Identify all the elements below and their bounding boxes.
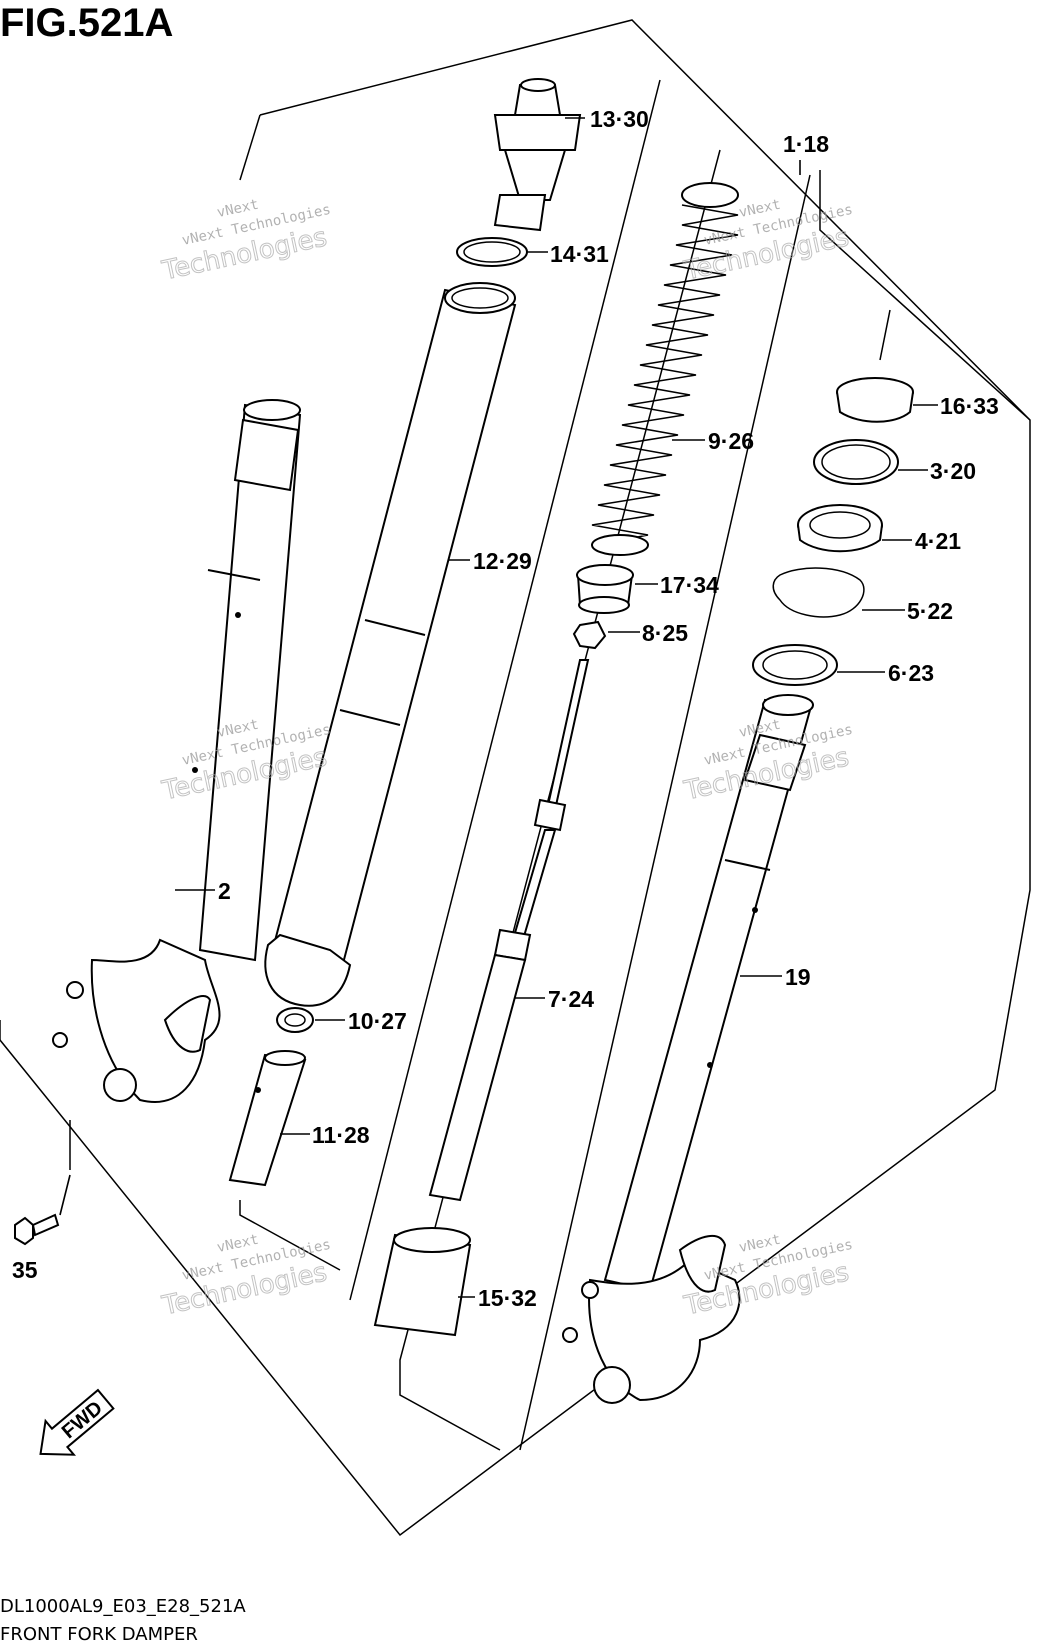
callout-5-22: 5·22: [907, 598, 953, 624]
dust-seal-6[interactable]: [752, 644, 838, 686]
callout-labels: 13·30 1·18 14·31 16·33 9·26 3·20 4·21 12…: [12, 106, 999, 1311]
seal-kit-bracket-tick: [879, 309, 891, 361]
outer-tube-left[interactable]: [52, 399, 302, 1103]
stopper-ring-5[interactable]: [772, 567, 865, 618]
callout-14-31: 14·31: [550, 241, 609, 267]
outer-tube-right[interactable]: [562, 694, 814, 1404]
seal-4[interactable]: [797, 504, 883, 553]
fwd-arrow-icon: FWD: [39, 1388, 115, 1456]
damper-cartridge[interactable]: [428, 659, 590, 1202]
callout-6-23: 6·23: [888, 660, 934, 686]
callout-15-32: 15·32: [478, 1285, 537, 1311]
callout-7-24: 7·24: [548, 986, 594, 1012]
callout-12-29: 12·29: [473, 548, 532, 574]
inner-group-center: [349, 79, 661, 1301]
inner-tube[interactable]: [264, 282, 517, 1007]
callout-16-33: 16·33: [940, 393, 999, 419]
callout-8-25: 8·25: [642, 620, 688, 646]
seal-16[interactable]: [836, 377, 914, 423]
callout-17-34: 17·34: [660, 572, 719, 598]
assembly-outline: [0, 19, 1031, 1537]
callout-4-21: 4·21: [915, 528, 961, 554]
callout-13-30: 13·30: [590, 106, 649, 132]
inner-bracket-bottom: [239, 1200, 341, 1271]
figure-title: FIG.521A: [0, 1, 173, 45]
callout-9-26: 9·26: [708, 428, 754, 454]
seal-kit-bracket-right: [819, 170, 1031, 421]
lock-nut[interactable]: [572, 620, 607, 650]
callout-35: 35: [12, 1257, 38, 1283]
callout-11-28: 11·28: [312, 1122, 370, 1148]
watermark-top-left: vNext Technologies Technologies vNext: [159, 197, 333, 287]
callout-1-18: 1·18: [783, 131, 829, 157]
bushing-15[interactable]: [373, 1227, 472, 1337]
seal-3[interactable]: [813, 439, 899, 485]
figure-caption: FRONT FORK DAMPER: [0, 1624, 198, 1645]
bolt-35[interactable]: [14, 1213, 60, 1246]
fork-spring[interactable]: [591, 182, 739, 556]
model-code: DL1000AL9_E03_E28_521A: [0, 1596, 246, 1617]
callout-3-20: 3·20: [930, 458, 976, 484]
callout-2: 2: [218, 878, 231, 904]
spacer-17[interactable]: [576, 564, 634, 614]
watermark-low-left: vNext Technologies Technologies vNext: [159, 1232, 333, 1322]
washer-10[interactable]: [276, 1007, 314, 1033]
callout-19: 19: [785, 964, 811, 990]
seal-kit-bracket-inner: [519, 174, 811, 1451]
oil-lock-piece[interactable]: [228, 1050, 307, 1187]
leader-lines: [175, 117, 938, 1298]
callout-10-27: 10·27: [348, 1008, 407, 1034]
cap-bolt[interactable]: [493, 78, 582, 232]
inner-group-left: [239, 114, 261, 181]
